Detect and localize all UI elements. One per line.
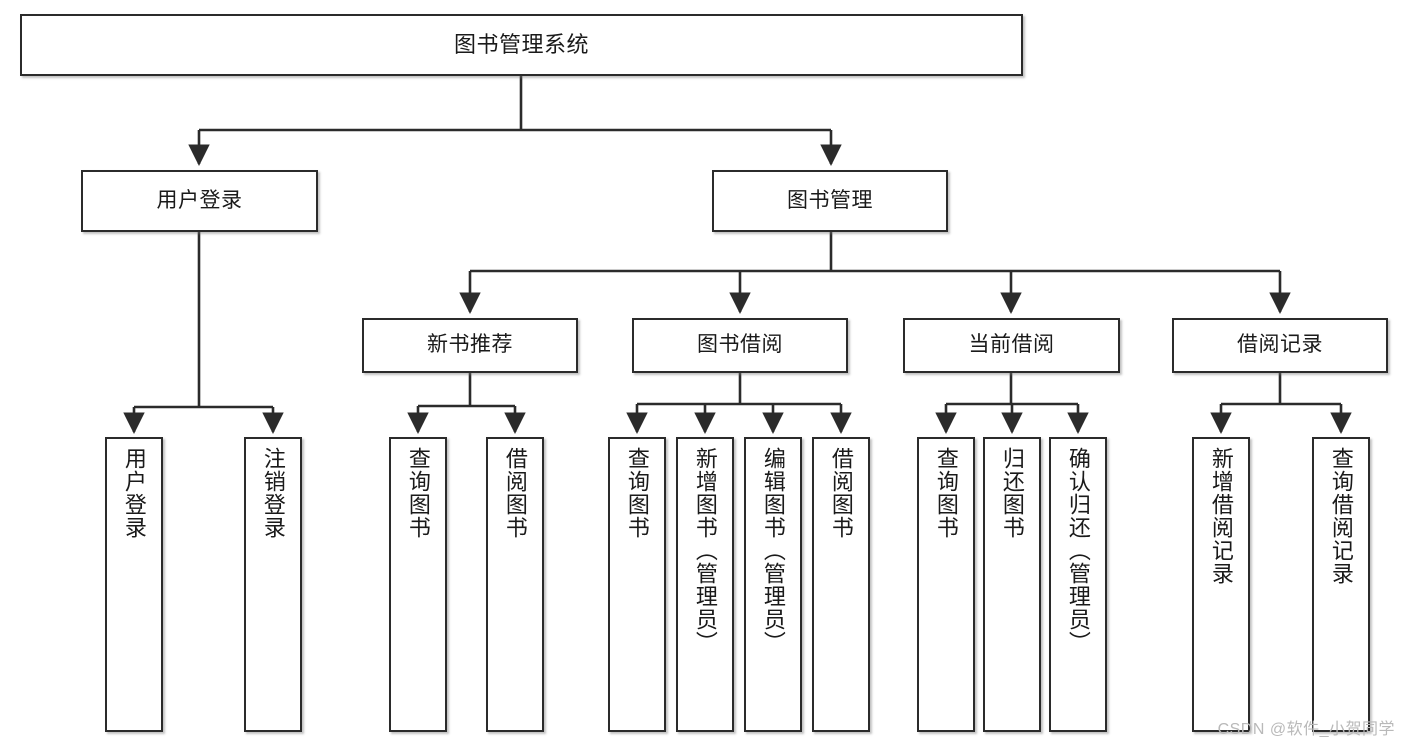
node-user-login[interactable]: 用户登录 <box>81 170 318 232</box>
leaf-borrow-book-1[interactable]: 借阅图书 <box>486 437 544 732</box>
node-book-borrow-label: 图书借阅 <box>697 333 783 357</box>
node-new-book-recommend-label: 新书推荐 <box>427 333 513 357</box>
node-root[interactable]: 图书管理系统 <box>20 14 1023 76</box>
node-book-borrow[interactable]: 图书借阅 <box>632 318 848 373</box>
node-current-borrow[interactable]: 当前借阅 <box>903 318 1120 373</box>
leaf-add-record-label: 新增借阅记录 <box>1208 447 1234 585</box>
leaf-edit-book[interactable]: 编辑图书（管理员） <box>744 437 802 732</box>
node-borrow-record[interactable]: 借阅记录 <box>1172 318 1388 373</box>
leaf-edit-book-label: 编辑图书（管理员） <box>760 447 786 654</box>
leaf-user-login-label: 用户登录 <box>121 447 147 539</box>
leaf-user-logout[interactable]: 注销登录 <box>244 437 302 732</box>
leaf-user-logout-label: 注销登录 <box>260 447 286 539</box>
leaf-borrow-book-2[interactable]: 借阅图书 <box>812 437 870 732</box>
leaf-query-book-1[interactable]: 查询图书 <box>389 437 447 732</box>
leaf-confirm-return[interactable]: 确认归还（管理员） <box>1049 437 1107 732</box>
leaf-add-book[interactable]: 新增图书（管理员） <box>676 437 734 732</box>
node-book-management[interactable]: 图书管理 <box>712 170 948 232</box>
node-root-label: 图书管理系统 <box>453 32 589 58</box>
leaf-borrow-book-1-label: 借阅图书 <box>502 447 528 539</box>
leaf-add-record[interactable]: 新增借阅记录 <box>1192 437 1250 732</box>
node-current-borrow-label: 当前借阅 <box>968 333 1055 357</box>
node-user-login-label: 用户登录 <box>156 188 243 212</box>
leaf-user-login[interactable]: 用户登录 <box>105 437 163 732</box>
node-borrow-record-label: 借阅记录 <box>1237 333 1323 357</box>
node-new-book-recommend[interactable]: 新书推荐 <box>362 318 578 373</box>
leaf-query-record[interactable]: 查询借阅记录 <box>1312 437 1370 732</box>
leaf-query-book-2[interactable]: 查询图书 <box>608 437 666 732</box>
leaf-confirm-return-label: 确认归还（管理员） <box>1065 447 1091 654</box>
leaf-borrow-book-2-label: 借阅图书 <box>828 447 854 539</box>
leaf-query-book-3-label: 查询图书 <box>933 447 959 539</box>
watermark: CSDN @软件_小贺同学 <box>1217 721 1395 738</box>
node-book-management-label: 图书管理 <box>787 188 873 212</box>
leaf-query-book-1-label: 查询图书 <box>405 447 431 539</box>
leaf-query-book-3[interactable]: 查询图书 <box>917 437 975 732</box>
leaf-return-book[interactable]: 归还图书 <box>983 437 1041 732</box>
leaf-query-record-label: 查询借阅记录 <box>1328 447 1354 585</box>
leaf-return-book-label: 归还图书 <box>999 447 1025 539</box>
leaf-add-book-label: 新增图书（管理员） <box>692 447 718 654</box>
leaf-query-book-2-label: 查询图书 <box>624 447 650 539</box>
